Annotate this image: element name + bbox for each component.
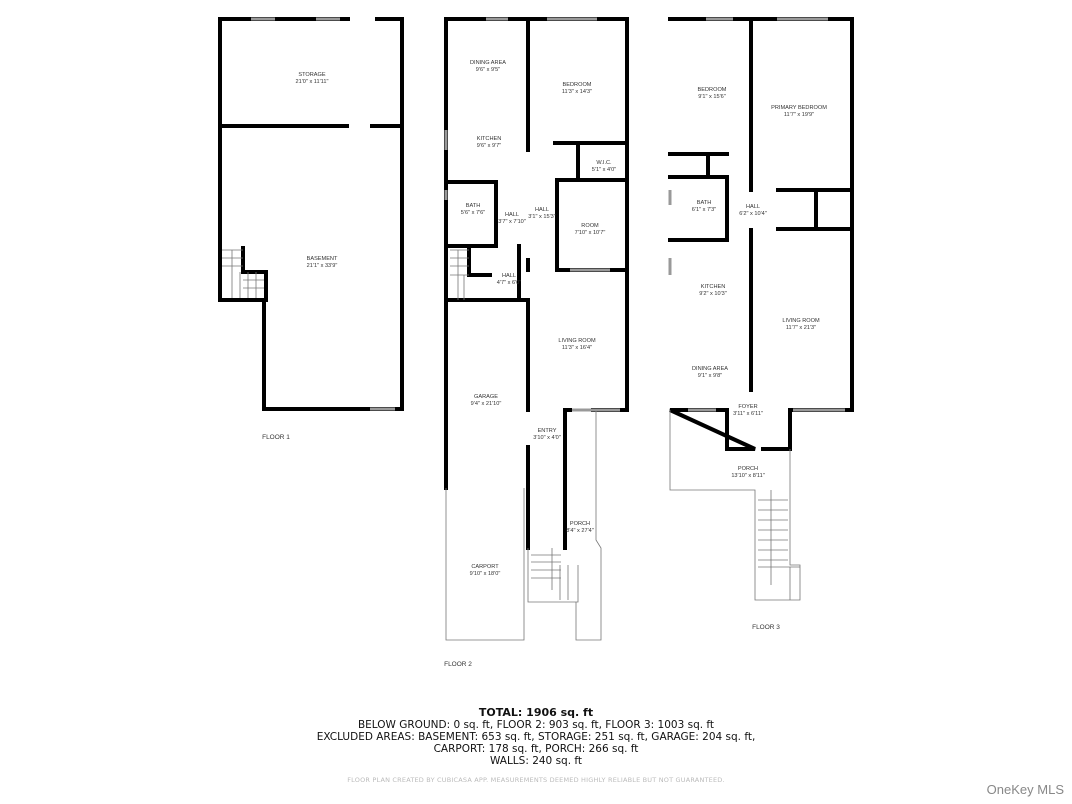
watermark-logo: OneKey MLS (986, 782, 1064, 797)
wall (444, 298, 567, 550)
room-name: PORCH (570, 521, 590, 527)
wall (668, 17, 854, 451)
room-name: ENTRY (538, 428, 557, 434)
floor-label: FLOOR 2 (444, 661, 472, 668)
floor-3-plan: BEDROOM 9'1" x 15'6" PRIMARY BEDROOM 11'… (668, 17, 854, 631)
room-dims: 6'1" x 7'3" (692, 207, 716, 213)
room-name: BATH (697, 200, 712, 206)
room-name: HALL (535, 207, 549, 213)
room-name: FOYER (738, 404, 757, 410)
room-dims: 9'6" x 9'5" (476, 67, 500, 73)
floor-label: FLOOR 1 (262, 434, 290, 441)
room-dims: 5'6" x 7'6" (461, 210, 485, 216)
room-dims: 3'1" x 15'3" (528, 214, 556, 220)
wall (526, 17, 629, 272)
room-dims: 21'1" x 33'9" (307, 263, 338, 269)
room-name: PRIMARY BEDROOM (771, 105, 827, 111)
total-area: TOTAL: 1906 sq. ft (478, 706, 594, 719)
room-name: HALL (502, 273, 516, 279)
room-dims: 9'2" x 10'3" (699, 291, 727, 297)
room-dims: 3'10" x 4'0" (533, 435, 561, 441)
room-name: LIVING ROOM (782, 318, 820, 324)
summary-line: CARPORT: 178 sq. ft, PORCH: 266 sq. ft (433, 743, 639, 755)
wall (749, 188, 854, 392)
room-name: KITCHEN (477, 136, 502, 142)
room-dims: 4'7" x 6'0" (497, 280, 521, 286)
room-name: DINING AREA (692, 366, 728, 372)
disclaimer: FLOOR PLAN CREATED BY CUBICASA APP. MEAS… (347, 776, 725, 784)
wall (758, 490, 800, 600)
room-name: HALL (505, 212, 519, 218)
area-summary: TOTAL: 1906 sq. ft BELOW GROUND: 0 sq. f… (0, 706, 1072, 768)
room-dims: 11'7" x 19'9" (784, 112, 814, 118)
room-name: PORCH (738, 466, 758, 472)
room-dims: 21'0" x 11'11" (296, 79, 329, 85)
wall (668, 17, 753, 242)
room-dims: 8'4" x 27'4" (566, 528, 594, 534)
floor-label: FLOOR 3 (752, 624, 780, 631)
wall (450, 249, 469, 300)
room-dims: 11'7" x 21'3" (786, 325, 816, 331)
room-dims: 9'4" x 21'10" (471, 401, 502, 407)
room-name: CARPORT (471, 564, 499, 570)
room-dims: 3'11" x 6'11" (733, 411, 763, 417)
wall (445, 410, 602, 641)
room-name: BEDROOM (563, 82, 592, 88)
room-dims: 9'1" x 9'8" (698, 373, 722, 379)
wall (218, 17, 404, 411)
summary-line: BELOW GROUND: 0 sq. ft, FLOOR 2: 903 sq.… (357, 719, 715, 731)
room-dims: 9'6" x 9'7" (477, 143, 501, 149)
floor-1-plan: STORAGE 21'0" x 11'11" BASEMENT 21'1" x … (218, 16, 404, 441)
summary-line: EXCLUDED AREAS: BASEMENT: 653 sq. ft, ST… (316, 731, 756, 743)
room-dims: 9'1" x 15'6" (698, 94, 726, 100)
room-name: LIVING ROOM (558, 338, 596, 344)
room-name: ROOM (581, 223, 599, 229)
room-name: STORAGE (298, 72, 326, 78)
wall (241, 246, 268, 302)
room-name: BATH (466, 203, 481, 209)
room-dims: 5'1" x 4'0" (592, 167, 616, 173)
summary-line: WALLS: 240 sq. ft (489, 755, 583, 767)
room-name: BEDROOM (698, 87, 727, 93)
room-name: W.I.C. (596, 160, 612, 166)
room-dims: 11'3" x 16'4" (562, 345, 592, 351)
room-name: BASEMENT (307, 256, 338, 262)
wall (669, 410, 801, 601)
room-dims: 9'10" x 18'0" (470, 571, 501, 577)
room-name: DINING AREA (470, 60, 506, 66)
wall (531, 548, 569, 600)
room-dims: 3'7" x 7'10" (498, 219, 526, 225)
room-dims: 13'10" x 8'11" (731, 473, 764, 479)
floor-2-plan: DINING AREA 9'6" x 9'5" BEDROOM 11'3" x … (444, 17, 629, 668)
room-name: KITCHEN (701, 284, 726, 290)
room-name: HALL (746, 204, 760, 210)
room-dims: 6'2" x 10'4" (739, 211, 767, 217)
wall (222, 249, 264, 298)
room-dims: 7'10" x 10'7" (575, 230, 606, 236)
room-name: GARAGE (474, 394, 498, 400)
room-dims: 11'3" x 14'3" (562, 89, 592, 95)
